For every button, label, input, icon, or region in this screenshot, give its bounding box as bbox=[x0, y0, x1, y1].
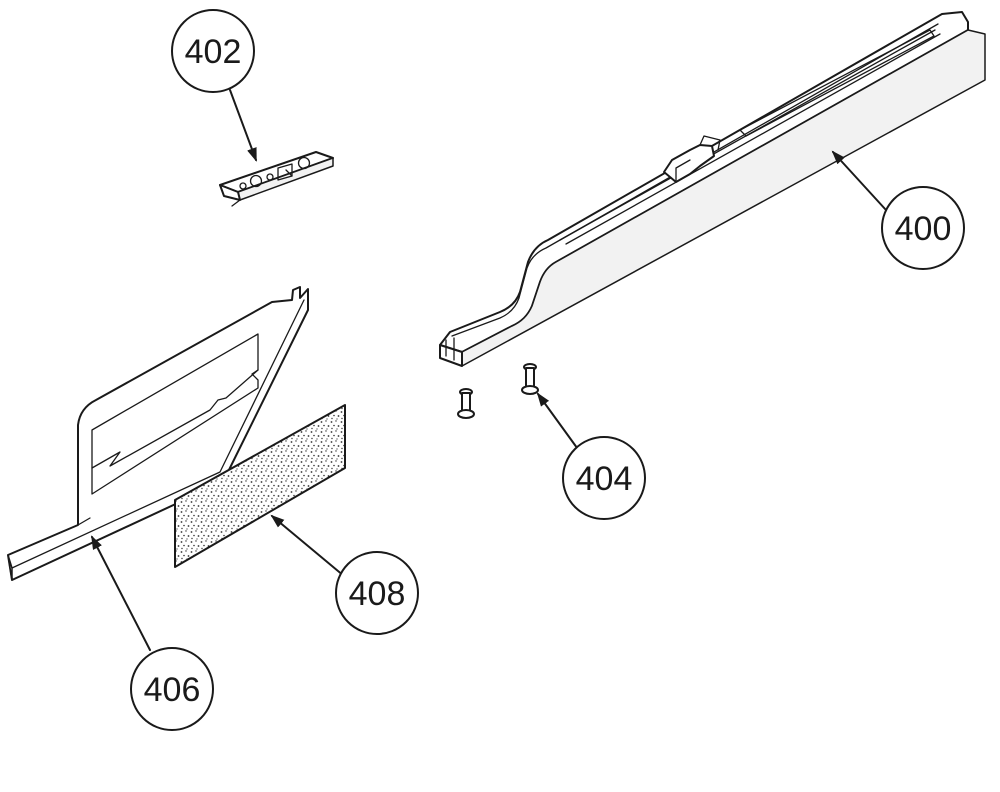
pad-part bbox=[174, 404, 346, 568]
leader-arrow-406 bbox=[91, 535, 151, 651]
callout-408: 408 bbox=[335, 551, 419, 635]
callout-406-label: 406 bbox=[144, 671, 201, 709]
callout-404: 404 bbox=[562, 436, 646, 520]
panel-part bbox=[7, 286, 309, 581]
screw-right bbox=[521, 363, 539, 395]
bracket-plate-part bbox=[219, 151, 334, 207]
callout-400-label: 400 bbox=[895, 210, 952, 248]
rail-part bbox=[439, 11, 986, 367]
screw-left bbox=[457, 388, 475, 419]
leader-arrow-402 bbox=[229, 89, 257, 162]
leader-arrow-404 bbox=[536, 392, 581, 453]
leader-arrow-408 bbox=[270, 514, 345, 577]
callout-402-label: 402 bbox=[185, 33, 242, 71]
callout-402: 402 bbox=[171, 9, 255, 93]
callout-406: 406 bbox=[130, 647, 214, 731]
screws-part bbox=[457, 363, 539, 419]
callout-404-label: 404 bbox=[576, 460, 633, 498]
leader-arrow-400 bbox=[831, 150, 887, 211]
callout-408-label: 408 bbox=[349, 575, 406, 613]
callout-400: 400 bbox=[881, 186, 965, 270]
